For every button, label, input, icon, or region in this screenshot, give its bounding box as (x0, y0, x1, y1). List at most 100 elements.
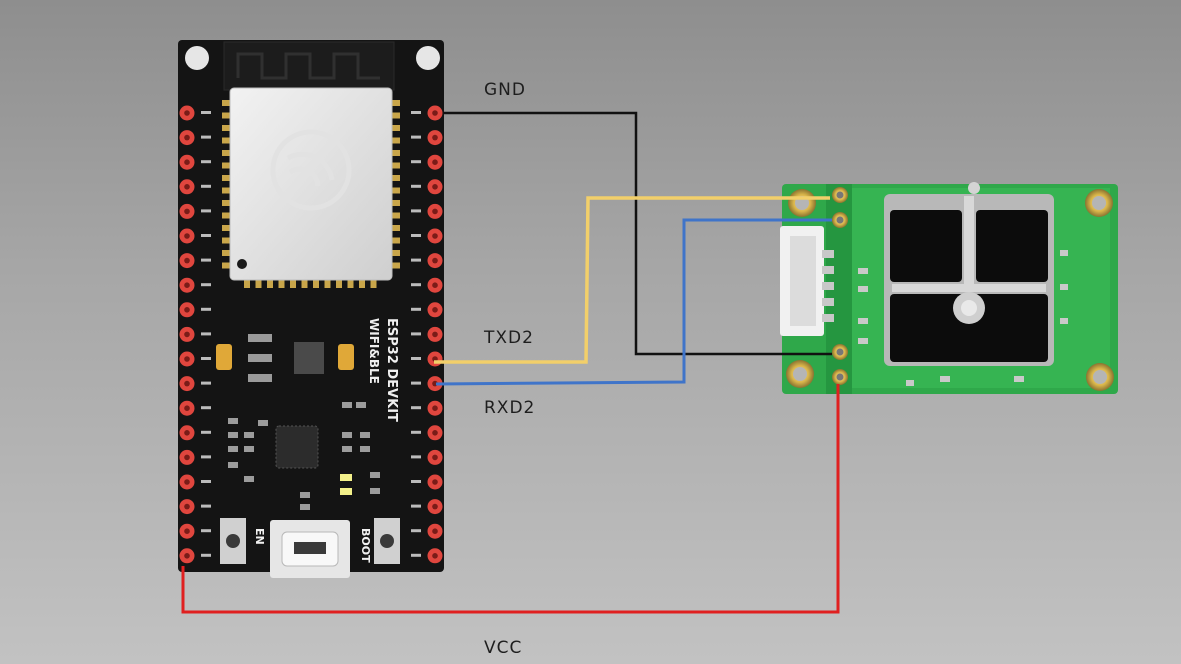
pin-marking (411, 406, 421, 410)
module-pad (278, 280, 285, 288)
wire-vcc (181, 384, 840, 614)
module-pad (392, 200, 400, 206)
pin-marking (201, 455, 211, 459)
wire-txd (434, 196, 830, 364)
capacitor (338, 344, 354, 370)
voltage-regulator (294, 342, 324, 374)
pin-marking (201, 184, 211, 188)
board-wireless-label: WIFI&BLE (367, 318, 381, 384)
module-pad (222, 225, 230, 231)
smd-components (228, 402, 380, 510)
module-pad (392, 100, 400, 106)
pin-marking (201, 480, 211, 483)
micro-usb-connector[interactable] (270, 520, 350, 578)
module-pad (392, 125, 400, 131)
wifi-module-shield (229, 87, 393, 281)
module-pad (222, 100, 230, 106)
esp32-board: EN BOOT ESP32 DEVKIT WIFI&BLE (178, 40, 444, 578)
module-pad (392, 150, 400, 156)
pin-marking (411, 209, 421, 213)
pin-header-left (179, 105, 211, 564)
module-pads (222, 100, 400, 288)
status-led (340, 474, 352, 481)
pin-marking (411, 283, 421, 287)
module-pad (313, 280, 319, 288)
pin-marking (411, 455, 421, 459)
pin-marking (201, 160, 211, 164)
en-button[interactable] (220, 518, 246, 564)
module-pad (244, 280, 250, 288)
pin-marking (411, 504, 421, 508)
pin-marking (411, 480, 421, 483)
pin-marking (201, 529, 211, 533)
pin-marking (201, 111, 211, 114)
mounting-hole (416, 46, 440, 70)
board-model-label: ESP32 DEVKIT (384, 318, 399, 422)
wire-rxd (435, 218, 832, 386)
module-pad (222, 162, 230, 169)
module-pad (347, 280, 354, 288)
sensor-smd-parts (858, 250, 1068, 386)
pin-marking (411, 553, 421, 557)
module-pad (222, 237, 230, 244)
pin-marking (201, 553, 211, 557)
pin-marking (411, 381, 421, 385)
module-pad (392, 187, 400, 194)
boot-button-label: BOOT (359, 528, 372, 563)
regulator-lead (248, 334, 272, 342)
module-pad (370, 280, 377, 288)
module-pad (392, 175, 400, 181)
module-pad (222, 250, 230, 256)
pin-marking (201, 135, 211, 139)
sensor-board (780, 182, 1118, 394)
sensor-element (884, 182, 1054, 366)
module-pad (392, 262, 400, 269)
pin-marking (201, 283, 211, 287)
pin-marking (411, 111, 421, 114)
pin-marking (411, 184, 421, 188)
module-pad (392, 225, 400, 231)
module-pad (290, 280, 296, 288)
gnd-label: GND (484, 80, 526, 100)
usb-uart-chip (275, 425, 319, 469)
module-pad (336, 280, 342, 288)
regulator-lead (248, 374, 272, 382)
power-led (340, 488, 352, 495)
pin-marking (411, 258, 421, 262)
module-pad (222, 175, 230, 181)
module-pad (392, 237, 400, 244)
module-pad (359, 280, 365, 288)
pin-marking (411, 135, 421, 139)
jst-connector[interactable] (780, 226, 834, 336)
rxd2-label: RXD2 (484, 398, 535, 418)
pin-marking (201, 258, 211, 262)
module-pad (222, 112, 230, 119)
mounting-hole (185, 46, 209, 70)
pin-marking (201, 307, 211, 311)
pin-marking (201, 430, 211, 434)
pin-marking (201, 406, 211, 410)
module-pad (267, 280, 273, 288)
module-pad (222, 262, 230, 269)
boot-button[interactable] (374, 518, 400, 564)
module-pad (255, 280, 262, 288)
shield-dot (237, 259, 247, 269)
pin-marking (201, 381, 211, 385)
en-button-label: EN (253, 528, 266, 545)
module-pad (324, 280, 331, 288)
espressif-logo-icon (270, 129, 352, 211)
pin-marking (411, 357, 421, 360)
module-pad (301, 280, 308, 288)
module-pad (392, 112, 400, 119)
wire-gnd (444, 111, 832, 356)
pin-marking (411, 529, 421, 533)
pin-marking (201, 332, 211, 336)
pin-marking (201, 504, 211, 508)
sensor-header-pads (826, 184, 852, 394)
pin-marking (411, 332, 421, 336)
txd2-label: TXD2 (483, 328, 534, 348)
pin-marking (411, 307, 421, 311)
module-pad (222, 125, 230, 131)
pin-header-right (411, 105, 443, 564)
module-pad (392, 137, 400, 144)
